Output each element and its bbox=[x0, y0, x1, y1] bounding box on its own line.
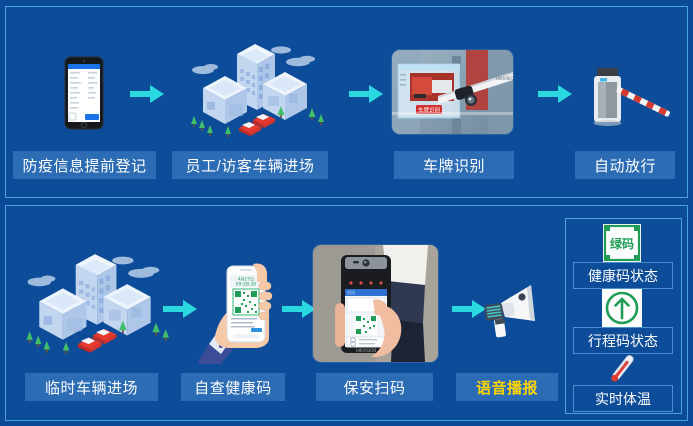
label-text: 语音播报 bbox=[475, 379, 538, 397]
flow-arrow-icon bbox=[452, 300, 486, 318]
svg-text:4月27日: 4月27日 bbox=[238, 277, 254, 283]
label-text: 自查健康码 bbox=[194, 379, 272, 397]
label-text: 保安扫码 bbox=[343, 379, 406, 397]
thermometer-icon bbox=[611, 355, 634, 382]
svg-text:09:28:30: 09:28:30 bbox=[236, 282, 257, 288]
label-text: 行程码状态 bbox=[588, 332, 658, 349]
step-label-guard-scan[interactable]: 保安扫码 bbox=[316, 373, 433, 401]
step-label-temp-vehicle-entry[interactable]: 临时车辆进场 bbox=[25, 373, 158, 401]
hand-phone-health-code-icon: 4月27日 09:28:30 bbox=[199, 263, 273, 364]
label-text: 车牌识别 bbox=[422, 157, 485, 175]
label-text: 实时体温 bbox=[595, 390, 651, 407]
flow-arrow-icon bbox=[130, 85, 164, 103]
svg-text:HIKVISION: HIKVISION bbox=[496, 76, 513, 81]
barrier-gate-icon bbox=[593, 68, 670, 126]
mobile-phone-registration-icon bbox=[64, 56, 104, 130]
step-label-pre-registration[interactable]: 防疫信息提前登记 bbox=[13, 151, 156, 179]
label-text: 临时车辆进场 bbox=[44, 379, 138, 397]
license-plate-camera-photo: 车牌识别 HIKVISION bbox=[392, 50, 513, 134]
step-label-voice-broadcast[interactable]: 语音播报 bbox=[456, 373, 558, 401]
label-text: 健康码状态 bbox=[588, 267, 658, 284]
megaphone-icon bbox=[484, 285, 535, 338]
label-text: 自动放行 bbox=[593, 157, 656, 175]
isometric-buildings-cars-icon bbox=[26, 254, 169, 354]
status-label-realtime-temperature[interactable]: 实时体温 bbox=[573, 385, 673, 412]
flow-arrow-icon bbox=[282, 300, 316, 318]
label-text: 员工/访客车辆进场 bbox=[185, 157, 315, 175]
green-health-code-icon: 绿码 bbox=[603, 224, 641, 262]
status-label-travel-code[interactable]: 行程码状态 bbox=[573, 327, 673, 354]
travel-code-arrow-icon bbox=[602, 289, 642, 327]
label-text: 防疫信息提前登记 bbox=[22, 157, 147, 175]
step-label-auto-release[interactable]: 自动放行 bbox=[575, 151, 675, 179]
green-code-icon-text: 绿码 bbox=[610, 236, 634, 251]
license-plate-badge-text: 车牌识别 bbox=[418, 106, 440, 114]
flow-arrow-icon bbox=[163, 300, 197, 318]
svg-text:HIKVISION: HIKVISION bbox=[356, 348, 377, 353]
isometric-buildings-cars-icon bbox=[191, 44, 324, 137]
status-label-health-code[interactable]: 健康码状态 bbox=[573, 262, 673, 289]
guard-scanning-terminal-photo: HIKVISION bbox=[313, 245, 438, 362]
flow-arrow-icon bbox=[349, 85, 383, 103]
step-label-staff-visitor-entry[interactable]: 员工/访客车辆进场 bbox=[172, 151, 328, 179]
flow-arrow-icon bbox=[538, 85, 572, 103]
step-label-plate-recognition[interactable]: 车牌识别 bbox=[394, 151, 514, 179]
step-label-self-check-health-code[interactable]: 自查健康码 bbox=[181, 373, 285, 401]
